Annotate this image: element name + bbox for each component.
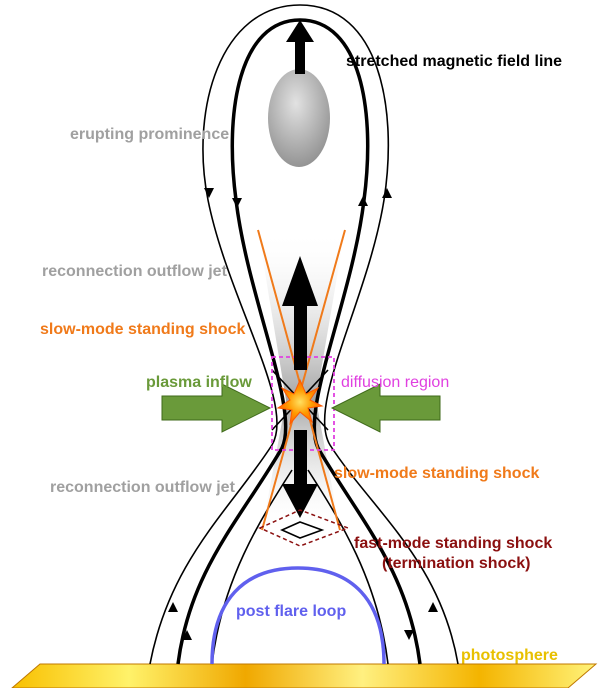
arrow-up-icon [282,256,318,370]
explosion-icon [276,378,324,426]
label-stretched-field-line: stretched magnetic field line [346,53,562,70]
prominence-blob [268,69,330,167]
label-slow-shock-lower: slow-mode standing shock [334,465,539,482]
label-slow-shock-upper: slow-mode standing shock [40,321,245,338]
field-arrow-right-upper-icon [382,188,392,198]
fast-shock-outer-diamond [258,509,351,547]
slow-shock-line-right [261,229,346,531]
label-outflow-jet-upper: reconnection outflow jet [42,263,228,280]
field-arrow-right-lower2-icon [404,630,414,640]
label-outflow-jet-lower: reconnection outflow jet [50,479,236,496]
slow-shock-line-left [257,229,341,531]
field-arrow-right-lower-icon [428,602,438,612]
field-arrow-left-lower2-icon [182,630,192,640]
field-arrow-right-mid-icon [358,196,368,206]
field-arrow-left-lower-icon [168,602,178,612]
label-diffusion-region: diffusion region [341,374,449,391]
fast-shock-inner-diamond [280,521,325,539]
label-photosphere: photosphere [461,647,558,664]
outer-field-line [149,4,459,665]
arrow-right-icon [161,383,272,433]
field-arrow-left-mid-icon [232,198,242,208]
photosphere-slab [11,663,598,688]
label-fast-shock: fast-mode standing shock [354,535,552,552]
arrow-left-icon [330,383,441,433]
arrow-down-icon [282,430,318,518]
prominence-up-arrow-icon [286,20,314,74]
post-flare-loop [210,566,386,665]
label-erupting-prominence: erupting prominence [70,126,229,143]
label-plasma-inflow: plasma inflow [146,374,252,391]
label-post-flare-loop: post flare loop [236,603,346,620]
field-arrow-left-upper-icon [204,188,214,198]
label-termination-shock: (termination shock) [382,555,530,572]
